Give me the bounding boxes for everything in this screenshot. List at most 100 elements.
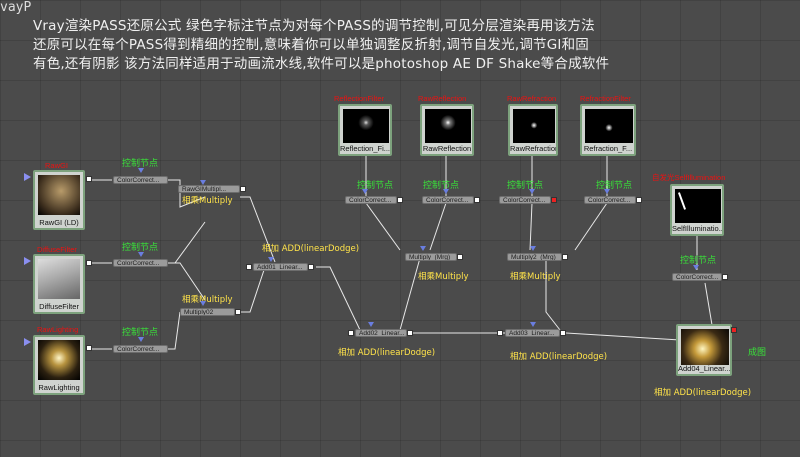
selfillum-thumbnail bbox=[675, 189, 721, 223]
rawlighting-thumbnail bbox=[38, 340, 80, 380]
add-node-02[interactable]: Add02_Linear... bbox=[355, 329, 407, 337]
node-rawrefraction[interactable]: RawRefraction bbox=[508, 104, 558, 156]
op-label: 相加 ADD(linearDodge) bbox=[510, 352, 608, 362]
pass-tag-rawgi: RawGI bbox=[45, 161, 68, 170]
output-port[interactable] bbox=[308, 264, 314, 270]
wire bbox=[574, 202, 608, 251]
output-port[interactable] bbox=[636, 197, 642, 203]
wire bbox=[365, 202, 401, 251]
wire bbox=[704, 282, 713, 326]
op-label: 相乘Multiply bbox=[418, 272, 469, 282]
output-port[interactable] bbox=[457, 254, 463, 260]
add-node-01[interactable]: Add01_Linear... bbox=[253, 263, 308, 271]
output-port[interactable] bbox=[407, 330, 413, 336]
pass-tag-selfillum: 自发光SelfIllumination bbox=[652, 173, 726, 182]
ctrl-label: 控制节点 bbox=[122, 327, 159, 337]
node-selfillumination[interactable]: SelfIlluminatio... bbox=[670, 184, 724, 236]
node-label: DiffuseFilter bbox=[39, 302, 79, 311]
output-port[interactable] bbox=[562, 254, 568, 260]
colorcorrect-node-7[interactable]: ColorCorrect... bbox=[584, 196, 636, 204]
output-port[interactable] bbox=[551, 197, 557, 203]
input-port[interactable] bbox=[138, 337, 144, 342]
input-port[interactable] bbox=[529, 189, 535, 194]
pass-tag-refrfilter: RefractionFilter bbox=[580, 94, 631, 103]
output-port[interactable] bbox=[86, 176, 92, 182]
wire bbox=[167, 262, 206, 301]
node-label: Add04_Linear... bbox=[678, 364, 730, 373]
output-port[interactable] bbox=[560, 330, 566, 336]
pass-tag-rawlighting: RawLighting bbox=[37, 325, 79, 334]
node-diffusefilter[interactable]: DiffuseFilter bbox=[33, 254, 85, 314]
op-label: 相加 ADD(linearDodge) bbox=[338, 348, 436, 358]
colorcorrect-node-3[interactable]: ColorCorrect... bbox=[113, 345, 168, 353]
multiply-node-refl[interactable]: Multiply_(Mrg) bbox=[405, 253, 457, 261]
output-port[interactable] bbox=[348, 330, 354, 336]
add-node-03[interactable]: Add03_Linear... bbox=[505, 329, 560, 337]
node-label: SelfIlluminatio... bbox=[672, 224, 722, 233]
window-title-fragment: vayP bbox=[0, 0, 32, 15]
wire bbox=[399, 257, 421, 331]
op-label: 相乘Multiply bbox=[510, 272, 561, 282]
input-port[interactable] bbox=[693, 265, 699, 270]
input-port[interactable] bbox=[268, 257, 274, 262]
output-port[interactable] bbox=[240, 186, 246, 192]
node-label: Refraction_F... bbox=[583, 144, 633, 153]
node-label: RawRefraction bbox=[510, 144, 556, 153]
node-label: Reflection_Fi... bbox=[340, 144, 390, 153]
input-port[interactable] bbox=[138, 168, 144, 173]
wire bbox=[240, 266, 266, 313]
colorcorrect-node-4[interactable]: ColorCorrect... bbox=[345, 196, 397, 204]
ctrl-label: 控制节点 bbox=[122, 158, 159, 168]
output-port[interactable] bbox=[731, 327, 737, 333]
input-port[interactable] bbox=[604, 189, 610, 194]
wire bbox=[167, 221, 206, 264]
input-port[interactable] bbox=[420, 246, 426, 251]
node-refraction-filter[interactable]: Refraction_F... bbox=[580, 104, 636, 156]
op-label: 相加 ADD(linearDodge) bbox=[654, 388, 752, 398]
input-port[interactable] bbox=[443, 189, 449, 194]
output-port[interactable] bbox=[497, 330, 503, 336]
node-rawlighting[interactable]: RawLighting bbox=[33, 335, 85, 395]
output-port[interactable] bbox=[474, 197, 480, 203]
rawrefr-thumbnail bbox=[513, 109, 555, 143]
output-port[interactable] bbox=[86, 260, 92, 266]
node-flag-icon bbox=[24, 173, 31, 181]
colorcorrect-node-5[interactable]: ColorCorrect... bbox=[422, 196, 474, 204]
input-port[interactable] bbox=[200, 301, 206, 306]
ctrl-label: 控制节点 bbox=[596, 180, 633, 190]
input-port[interactable] bbox=[362, 189, 368, 194]
output-port[interactable] bbox=[235, 309, 241, 315]
input-port[interactable] bbox=[138, 252, 144, 257]
multiply-node-gi[interactable]: RawGIMultipl... bbox=[178, 185, 240, 193]
wire bbox=[240, 196, 276, 263]
wire bbox=[316, 266, 361, 331]
colorcorrect-node-1[interactable]: ColorCorrect... bbox=[113, 176, 168, 184]
colorcorrect-node-8[interactable]: ColorCorrect... bbox=[672, 273, 722, 281]
node-result-add04[interactable]: Add04_Linear... bbox=[676, 324, 732, 376]
input-port[interactable] bbox=[368, 322, 374, 327]
input-port[interactable] bbox=[530, 322, 536, 327]
node-rawreflection[interactable]: RawReflection bbox=[420, 104, 474, 156]
output-port[interactable] bbox=[397, 197, 403, 203]
colorcorrect-node-6[interactable]: ColorCorrect... bbox=[499, 196, 551, 204]
input-port[interactable] bbox=[200, 180, 206, 185]
ctrl-label: 控制节点 bbox=[680, 255, 717, 265]
multiply-node-refr[interactable]: Multiply2_(Mrg) bbox=[507, 253, 562, 261]
node-rawgi[interactable]: RawGI (LD) bbox=[33, 170, 85, 230]
node-flag-icon bbox=[24, 257, 31, 265]
multiply-node-02[interactable]: Multiply02 bbox=[180, 308, 235, 316]
pass-tag-reflfilter: ReflectionFilter bbox=[334, 94, 385, 103]
output-port[interactable] bbox=[246, 264, 252, 270]
refrfilter-thumbnail bbox=[585, 109, 633, 143]
pass-tag-diffuse: DiffuseFilter bbox=[37, 245, 77, 254]
node-reflection-filter[interactable]: Reflection_Fi... bbox=[338, 104, 392, 156]
wire bbox=[167, 311, 181, 350]
rawgi-thumbnail bbox=[38, 175, 80, 215]
colorcorrect-node-2[interactable]: ColorCorrect... bbox=[113, 259, 168, 267]
output-port[interactable] bbox=[722, 274, 728, 280]
diffuse-thumbnail bbox=[38, 259, 80, 299]
input-port[interactable] bbox=[530, 246, 536, 251]
pass-tag-rawrefl: RawReflection bbox=[418, 94, 467, 103]
output-port[interactable] bbox=[86, 345, 92, 351]
